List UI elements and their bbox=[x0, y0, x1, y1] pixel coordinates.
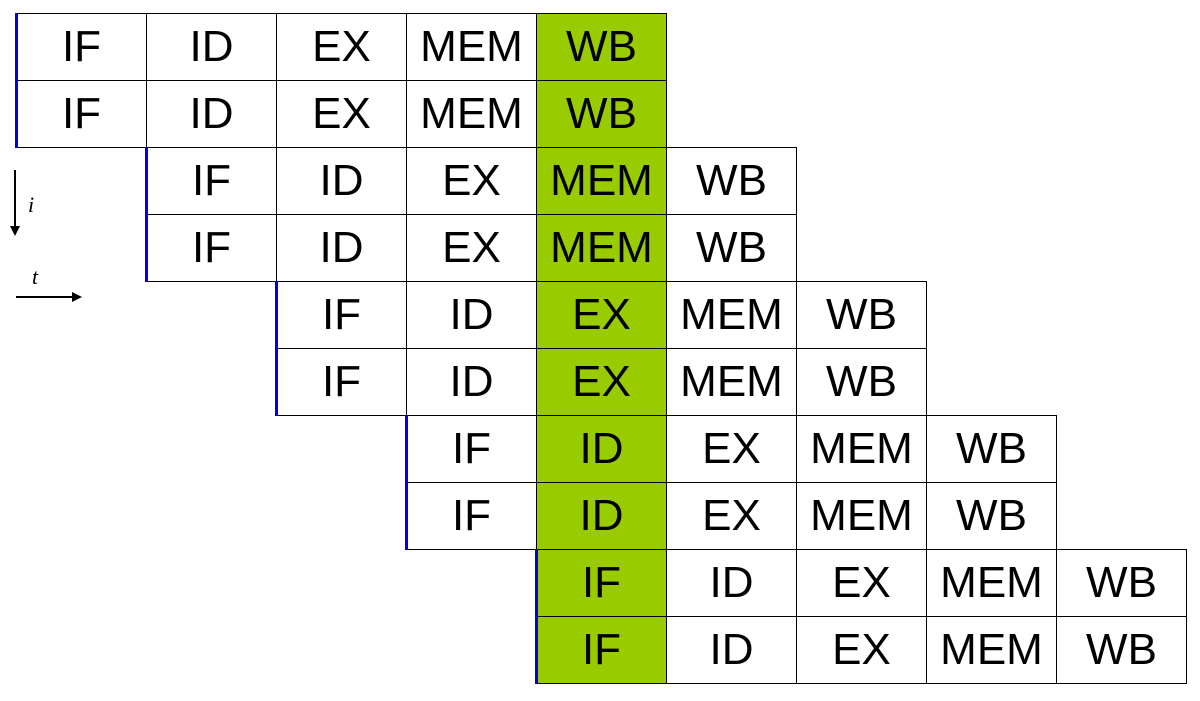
stage-cell-ex: EX bbox=[666, 415, 797, 483]
stage-cell-mem: MEM bbox=[926, 616, 1057, 684]
stage-cell-ex: EX bbox=[406, 214, 537, 282]
stage-cell-mem: MEM bbox=[926, 549, 1057, 617]
stage-cell-wb: WB bbox=[926, 482, 1057, 550]
stage-cell-if: IF bbox=[536, 549, 667, 617]
issue-marker bbox=[145, 147, 148, 282]
stage-cell-if: IF bbox=[406, 415, 537, 483]
stage-cell-wb: WB bbox=[796, 281, 927, 349]
stage-cell-ex: EX bbox=[536, 348, 667, 416]
stage-cell-id: ID bbox=[666, 549, 797, 617]
stage-cell-wb: WB bbox=[536, 80, 667, 148]
stage-cell-wb: WB bbox=[796, 348, 927, 416]
stage-cell-if: IF bbox=[276, 348, 407, 416]
stage-cell-if: IF bbox=[536, 616, 667, 684]
stage-cell-if: IF bbox=[16, 13, 147, 81]
stage-cell-mem: MEM bbox=[536, 147, 667, 215]
stage-cell-if: IF bbox=[16, 80, 147, 148]
stage-cell-id: ID bbox=[276, 214, 407, 282]
stage-cell-ex: EX bbox=[406, 147, 537, 215]
stage-cell-if: IF bbox=[146, 147, 277, 215]
stage-cell-wb: WB bbox=[1056, 549, 1187, 617]
stage-cell-id: ID bbox=[666, 616, 797, 684]
stage-cell-ex: EX bbox=[536, 281, 667, 349]
stage-cell-wb: WB bbox=[536, 13, 667, 81]
stage-cell-wb: WB bbox=[926, 415, 1057, 483]
stage-cell-wb: WB bbox=[666, 214, 797, 282]
stage-cell-mem: MEM bbox=[796, 415, 927, 483]
stage-cell-id: ID bbox=[146, 80, 277, 148]
stage-cell-mem: MEM bbox=[406, 13, 537, 81]
right-arrow-icon bbox=[16, 292, 82, 302]
stage-cell-ex: EX bbox=[796, 549, 927, 617]
stage-cell-wb: WB bbox=[1056, 616, 1187, 684]
stage-cell-ex: EX bbox=[276, 80, 407, 148]
issue-marker bbox=[405, 415, 408, 550]
stage-cell-id: ID bbox=[406, 348, 537, 416]
issue-marker bbox=[15, 13, 18, 148]
stage-cell-mem: MEM bbox=[666, 348, 797, 416]
instruction-axis-label: i bbox=[28, 192, 35, 217]
stage-cell-mem: MEM bbox=[406, 80, 537, 148]
issue-marker bbox=[275, 281, 278, 416]
down-arrow-icon bbox=[10, 170, 20, 236]
issue-marker bbox=[535, 549, 538, 684]
stage-cell-if: IF bbox=[406, 482, 537, 550]
time-axis-label: t bbox=[32, 264, 39, 289]
stage-cell-mem: MEM bbox=[666, 281, 797, 349]
stage-cell-id: ID bbox=[146, 13, 277, 81]
stage-cell-id: ID bbox=[276, 147, 407, 215]
stage-cell-id: ID bbox=[536, 415, 667, 483]
stage-cell-mem: MEM bbox=[796, 482, 927, 550]
stage-cell-ex: EX bbox=[666, 482, 797, 550]
stage-cell-id: ID bbox=[536, 482, 667, 550]
stage-cell-if: IF bbox=[146, 214, 277, 282]
stage-cell-wb: WB bbox=[666, 147, 797, 215]
stage-cell-mem: MEM bbox=[536, 214, 667, 282]
stage-cell-ex: EX bbox=[796, 616, 927, 684]
stage-cell-id: ID bbox=[406, 281, 537, 349]
stage-cell-ex: EX bbox=[276, 13, 407, 81]
stage-cell-if: IF bbox=[276, 281, 407, 349]
